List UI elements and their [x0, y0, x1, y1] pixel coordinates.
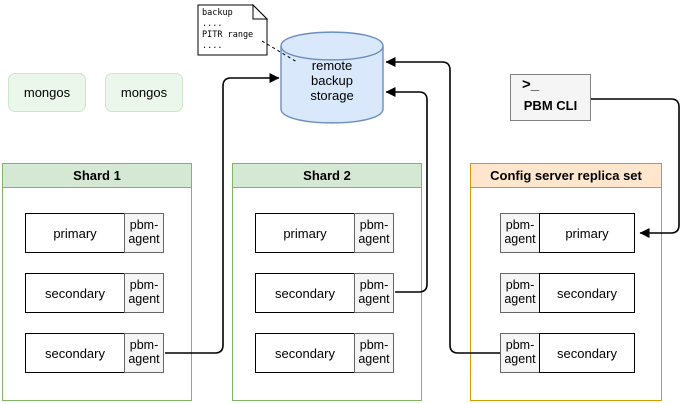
replica-node: secondary — [539, 333, 635, 373]
replica-node: secondary — [539, 273, 635, 313]
shard2-title: Shard 2 — [233, 164, 421, 188]
shard1-primary-row: primary pbm-agent — [25, 213, 164, 253]
storage-label-line: storage — [310, 88, 354, 103]
note-line: backup — [202, 8, 233, 18]
replica-node: secondary — [25, 333, 125, 373]
shard1-secondary-row-1: secondary pbm-agent — [25, 273, 164, 313]
note-line: PITR range — [202, 30, 254, 40]
replica-node: secondary — [255, 333, 355, 373]
shard1-group: Shard 1 primary pbm-agent secondary pbm-… — [2, 163, 192, 401]
pbm-agent-node: pbm-agent — [354, 333, 394, 373]
config-server-title: Config server replica set — [471, 164, 661, 188]
pbm-agent-node: pbm-agent — [500, 273, 540, 313]
storage-label-line: backup — [311, 73, 353, 88]
mongos-node-1: mongos — [8, 73, 86, 112]
config-secondary-row-1: pbm-agent secondary — [500, 273, 635, 313]
shard2-secondary-row-1: secondary pbm-agent — [255, 273, 394, 313]
pbm-cli-node: >_ PBM CLI — [510, 74, 591, 121]
pbm-agent-node: pbm-agent — [124, 333, 164, 373]
storage-label-line: remote — [311, 58, 353, 73]
mongos-label: mongos — [120, 85, 168, 100]
pbm-agent-node: pbm-agent — [124, 273, 164, 313]
pbm-cli-label: PBM CLI — [523, 98, 578, 113]
note-line: .... — [202, 41, 223, 51]
remote-storage-label: remote backup storage — [282, 58, 382, 103]
shard1-secondary-row-2: secondary pbm-agent — [25, 333, 164, 373]
pbm-agent-node: pbm-agent — [500, 213, 540, 253]
pbm-agent-node: pbm-agent — [500, 333, 540, 373]
replica-node: primary — [25, 213, 125, 253]
note-line: .... — [202, 19, 223, 29]
mongos-node-2: mongos — [105, 73, 183, 112]
terminal-prompt-icon: >_ — [522, 76, 540, 93]
replica-node: primary — [255, 213, 355, 253]
backup-note-text: backup .... PITR range .... — [202, 8, 264, 52]
replica-node: secondary — [25, 273, 125, 313]
pbm-agent-node: pbm-agent — [354, 213, 394, 253]
config-primary-row: pbm-agent primary — [500, 213, 635, 253]
replica-node: secondary — [255, 273, 355, 313]
pbm-agent-node: pbm-agent — [124, 213, 164, 253]
shard2-secondary-row-2: secondary pbm-agent — [255, 333, 394, 373]
mongos-label: mongos — [23, 85, 71, 100]
replica-node: primary — [539, 213, 635, 253]
shard2-group: Shard 2 primary pbm-agent secondary pbm-… — [232, 163, 422, 401]
shard2-primary-row: primary pbm-agent — [255, 213, 394, 253]
config-secondary-row-2: pbm-agent secondary — [500, 333, 635, 373]
pbm-agent-node: pbm-agent — [354, 273, 394, 313]
shard1-title: Shard 1 — [3, 164, 191, 188]
config-server-group: Config server replica set pbm-agent prim… — [470, 163, 662, 401]
